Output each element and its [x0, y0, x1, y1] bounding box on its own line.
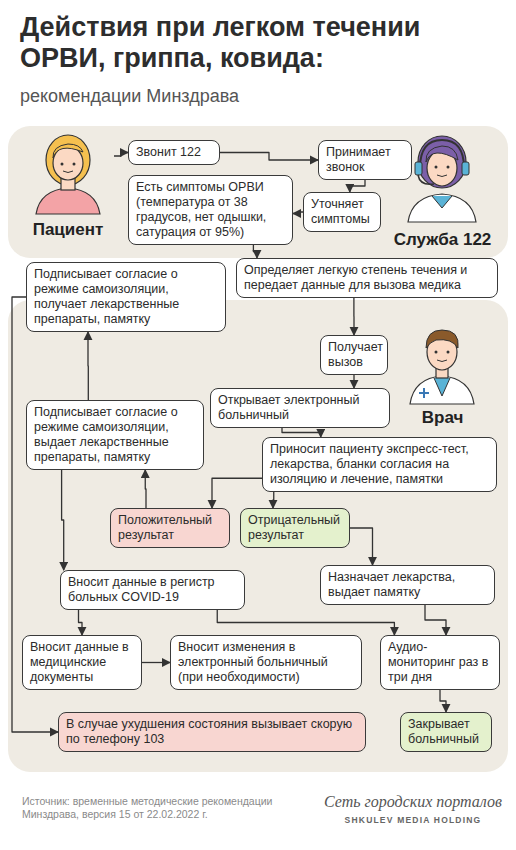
flow-arrow — [350, 180, 365, 192]
flow-arrow — [87, 332, 89, 400]
box-text: Есть симптомы ОРВИ (температура от 38 гр… — [136, 180, 285, 240]
box-text: Подписывает согласие о режиме самоизоляц… — [34, 405, 196, 465]
flow-arrow — [142, 662, 170, 663]
process-box: Определяет легкую степень течения и пере… — [236, 258, 498, 298]
flow-arrow — [212, 478, 262, 508]
process-box: Принимает звонок — [318, 140, 412, 180]
doctor-figure — [410, 330, 474, 404]
process-box: Вносит данные в медицинские документы — [22, 635, 142, 690]
process-box: Приносит пациенту экспресс-тест, лекарст… — [262, 437, 497, 492]
flow-arrow — [353, 298, 354, 335]
operator-figure — [408, 136, 476, 222]
process-box: Звонит 122 — [128, 140, 220, 165]
flow-arrow — [440, 690, 446, 712]
patient-figure — [36, 135, 100, 214]
flow-arrow — [425, 605, 446, 635]
box-text: Подписывает согласие о режиме самоизоляц… — [34, 267, 218, 327]
flow-arrow — [220, 153, 318, 161]
logo-subtext: SHKULEV MEDIA HOLDING — [318, 815, 508, 825]
flow-arrow — [350, 528, 373, 565]
box-text: Вносит изменения в электронный больничны… — [178, 640, 354, 685]
process-box: Открывает электронный больничный — [210, 388, 390, 428]
box-text: Отрицательный результат — [248, 513, 342, 543]
box-text: Аудио-мониторинг раз в три дня — [388, 640, 492, 685]
process-box: Уточняет симптомы — [303, 192, 381, 232]
logo-text: Сеть городских порталов — [318, 793, 508, 811]
box-text: Вносит данные в медицинские документы — [30, 640, 134, 685]
process-box: Назначает лекарства, выдает памятку — [320, 565, 495, 605]
box-text: Вносит данные в регистр больных COVID-19 — [68, 575, 237, 605]
actor-figure: Врач — [400, 318, 485, 428]
process-box: Получает вызов — [320, 335, 388, 375]
source-caption: Источник: временные методические рекомен… — [22, 795, 307, 821]
subtitle: рекомендации Минздрава — [20, 86, 500, 107]
flow-arrow — [217, 610, 394, 635]
box-text: В случае ухудшения состояния вызывает ск… — [66, 717, 358, 747]
actor-label: Служба 122 — [380, 230, 505, 250]
flow-arrow — [272, 492, 274, 508]
actor-label: Пациент — [22, 220, 114, 240]
flow-arrow — [145, 470, 147, 508]
box-text: Уточняет симптомы — [311, 197, 373, 227]
flow-arrow — [253, 245, 257, 258]
flow-arrow — [353, 375, 354, 388]
flow-arrow — [62, 470, 64, 570]
actor-figure: Пациент — [22, 135, 114, 240]
flow-arrow — [79, 610, 83, 635]
flow-arrow — [114, 153, 128, 157]
doctor-region — [8, 300, 508, 772]
box-text: Определяет легкую степень течения и пере… — [244, 263, 490, 293]
alert-box: Положительный результат — [110, 508, 230, 548]
result-box: Закрывает больничный — [400, 712, 492, 752]
process-box: Подписывает согласие о режиме самоизоляц… — [26, 262, 226, 332]
actor-figure: Служба 122 — [380, 130, 505, 250]
box-text: Закрывает больничный — [408, 717, 484, 747]
box-text: Назначает лекарства, выдает памятку — [328, 570, 487, 600]
result-box: Отрицательный результат — [240, 508, 350, 548]
process-box: Есть симптомы ОРВИ (температура от 38 гр… — [128, 175, 293, 245]
box-text: Открывает электронный больничный — [218, 393, 382, 423]
alert-box: В случае ухудшения состояния вызывает ск… — [58, 712, 366, 752]
flow-arrow — [293, 212, 303, 214]
process-box: Вносит данные в регистр больных COVID-19 — [60, 570, 245, 610]
process-box: Подписывает согласие о режиме самоизоляц… — [26, 400, 204, 470]
box-text: Получает вызов — [328, 340, 380, 370]
patient-region — [8, 126, 508, 258]
box-text: Принимает звонок — [326, 145, 404, 175]
process-box: Вносит изменения в электронный больничны… — [170, 635, 362, 690]
box-text: Приносит пациенту экспресс-тест, лекарст… — [270, 442, 489, 487]
process-box: Аудио-мониторинг раз в три дня — [380, 635, 500, 690]
box-text: Звонит 122 — [136, 145, 212, 160]
box-text: Положительный результат — [118, 513, 222, 543]
flow-arrow — [282, 428, 321, 437]
title: Действия при легком течении ОРВИ, гриппа… — [20, 12, 506, 74]
actor-label: Врач — [400, 408, 485, 428]
